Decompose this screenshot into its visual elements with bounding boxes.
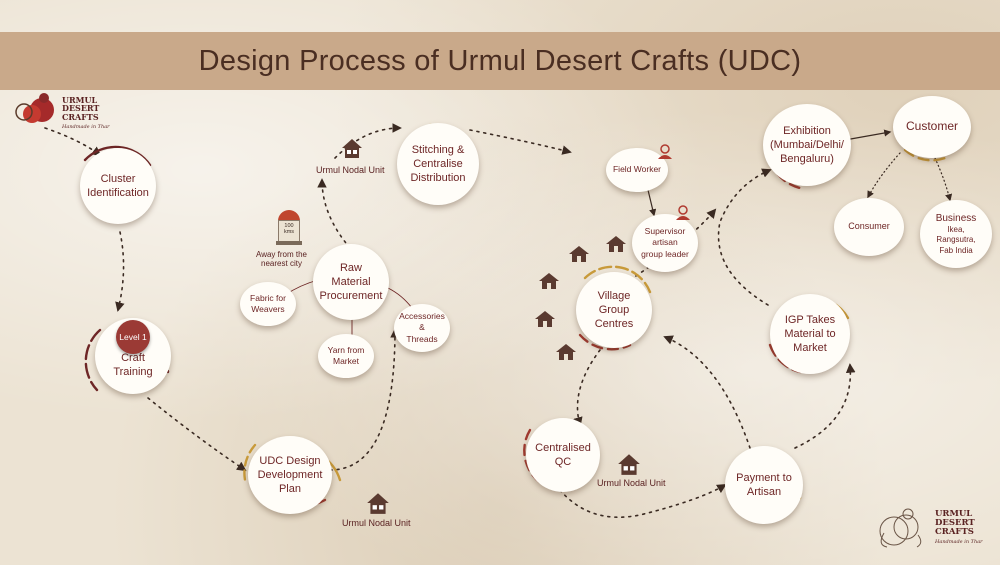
node-village-group-centres: Village Group Centres [576,272,652,348]
arrow-nodal-stitching [334,123,402,159]
label-nodal-bottom: Urmul Nodal Unit [342,518,411,528]
arrow-customer-business [934,157,953,202]
arrow-payment-village [663,335,751,449]
level-badge: Level 1 [116,320,150,354]
person-icon [676,205,690,220]
hut-icon [569,246,589,262]
arrow-customer-consumer [867,152,901,199]
arrow-igp-exhibition [717,168,772,306]
node-stitching: Stitching & Centralise Distribution [397,123,479,205]
logo-bottom-name: URMUL DESERT CRAFTS [935,509,975,537]
hut-icon [606,236,626,252]
node-exhibition: Exhibition (Mumbai/Delhi/ Bengaluru) [763,104,851,186]
title-banner [0,32,1000,90]
person-icon [658,144,672,159]
arrow-field-supervisor [647,189,657,217]
arrow-logo-cluster [44,127,102,157]
node-payment-artisan: Payment to Artisan [725,446,803,524]
node-consumer: Consumer [834,198,904,256]
label-away-city: Away from the nearest city [256,250,307,268]
business-title: Business [935,212,977,224]
arrow-payment-igp [794,363,856,449]
page-title: Design Process of Urmul Desert Crafts (U… [198,45,802,77]
arrow-qc-payment [559,484,727,518]
node-customer: Customer [893,96,971,158]
node-raw-material: Raw Material Procurement [313,244,389,320]
node-field-worker: Field Worker [606,148,668,192]
logo-top-tagline: Handmade in Thar [62,124,110,131]
node-business: Business Ikea, Rangsutra, Fab India [920,200,992,268]
arrow-cluster-craft [115,231,125,312]
hut-icon [556,344,576,360]
arrow-udc-raw [329,328,400,471]
logo-bottom-tagline: Handmade in Thar [935,538,983,545]
arrow-stitching-village [469,129,572,155]
node-yarn-market: Yarn from Market [318,334,374,378]
milestone-icon: 100 kms [276,210,302,246]
arrow-village-qc [573,349,601,427]
node-udc-design-plan: UDC Design Development Plan [248,436,332,514]
node-cluster-identification: Cluster Identification [80,148,156,224]
node-centralised-qc: Centralised QC [526,418,600,492]
node-supervisor: Supervisor artisan group leader [632,214,698,272]
node-igp-market: IGP Takes Material to Market [770,294,850,374]
house-icon [367,493,389,514]
milestone-text: 100 kms [283,223,295,236]
hut-icon [535,311,555,327]
label-nodal-right: Urmul Nodal Unit [597,478,666,488]
hut-icon [539,273,559,289]
craftswoman-logo-icon [15,93,54,123]
node-fabric-weavers: Fabric for Weavers [240,282,296,326]
business-sub: Ikea, Rangsutra, Fab India [936,224,976,255]
node-accessories-threads: Accessories & Threads [394,304,450,352]
craftswoman-logo-icon [879,508,922,548]
arrow-exhibition-customer [844,129,892,141]
logo-top-name: URMUL DESERT CRAFTS [62,95,100,122]
house-icon [342,139,362,158]
house-icon [618,454,640,475]
arrow-raw-nodal [317,178,351,249]
label-nodal-top: Urmul Nodal Unit [316,165,385,175]
arrow-craft-udc [147,397,247,472]
